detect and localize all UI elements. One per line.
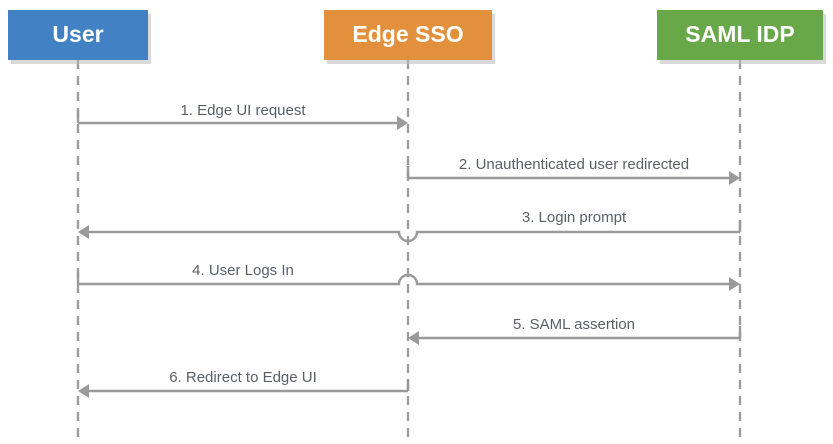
actor-edge-sso-box[interactable] [324,10,492,60]
messages-layer: 1. Edge UI request 2. Unauthenticated use… [76,102,742,398]
message-6-label: 6. Redirect to Edge UI [169,369,317,386]
message-4-label: 4. User Logs In [192,262,294,279]
message-4-line [78,273,729,286]
message-3-arrowhead [78,225,89,239]
message-6-arrowhead [78,384,89,398]
message-3-label: 3. Login prompt [522,209,627,226]
actor-saml-idp-label: SAML IDP [685,21,794,47]
message-2: 2. Unauthenticated user redirected [406,156,740,185]
message-3-line [89,230,740,243]
message-5-arrowhead [408,331,419,345]
actor-boxes-layer: User Edge SSO SAML IDP [8,10,826,64]
actor-edge-sso-label: Edge SSO [352,21,463,47]
message-4-arrowhead [729,277,740,291]
message-1: 1. Edge UI request [76,102,408,130]
message-6: 6. Redirect to Edge UI [78,369,410,398]
message-1-label: 1. Edge UI request [180,102,306,119]
actor-user-box[interactable] [8,10,148,60]
actor-user-label: User [52,21,103,47]
actor-edge-sso[interactable]: Edge SSO [324,10,495,64]
message-2-arrowhead [729,171,740,185]
message-4: 4. User Logs In [76,262,740,291]
actor-saml-idp[interactable]: SAML IDP [657,10,826,64]
actor-user[interactable]: User [8,10,151,64]
actor-saml-idp-box[interactable] [657,10,823,60]
message-5-label: 5. SAML assertion [513,316,635,333]
message-5: 5. SAML assertion [408,316,742,345]
message-1-arrowhead [397,116,408,130]
message-2-label: 2. Unauthenticated user redirected [459,156,689,173]
message-3: 3. Login prompt [78,209,742,243]
